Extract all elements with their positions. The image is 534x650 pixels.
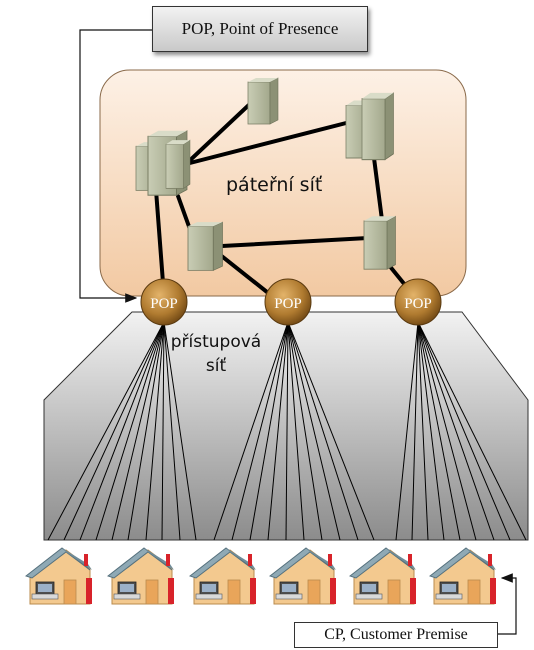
access-link (127, 321, 165, 541)
access-link (79, 321, 165, 541)
cp-callout-text: CP, Customer Premise (324, 626, 468, 643)
access-link (231, 321, 289, 541)
access-network-label: přístupová síť (170, 330, 262, 378)
access-link (417, 321, 429, 541)
house-4 (269, 547, 337, 605)
access-link (395, 321, 419, 541)
access-links (47, 321, 527, 541)
access-link (249, 321, 289, 541)
access-link (163, 321, 197, 541)
access-link (63, 321, 165, 541)
building-top (247, 77, 279, 125)
access-link (95, 321, 165, 541)
access-link (163, 321, 181, 541)
house-6 (429, 547, 497, 605)
cp-callout-connector (498, 573, 517, 635)
building-right-top (345, 92, 395, 161)
pop-middle-label: POP (274, 296, 302, 312)
access-link (411, 321, 419, 541)
access-link (417, 321, 477, 541)
access-link (417, 321, 527, 541)
access-link (417, 321, 445, 541)
pop-middle: POP (264, 278, 312, 326)
access-link (417, 321, 495, 541)
pop-right-label: POP (404, 296, 432, 312)
customer-premises (25, 547, 497, 605)
house-2 (107, 547, 175, 605)
access-network-area (43, 311, 529, 541)
access-link (47, 321, 165, 541)
house-5 (349, 547, 417, 605)
access-link (417, 321, 511, 541)
house-3 (189, 547, 257, 605)
access-link (287, 321, 323, 541)
access-link (161, 321, 165, 541)
access-link (287, 321, 305, 541)
access-link (267, 321, 289, 541)
backbone-links (154, 100, 416, 298)
access-link (285, 321, 289, 541)
pop-callout-connector (79, 29, 152, 303)
cp-callout: CP, Customer Premise (294, 622, 498, 648)
access-label-line1: přístupová (170, 332, 262, 352)
building-right-bottom (363, 215, 397, 270)
access-link (287, 321, 359, 541)
access-link (287, 321, 375, 541)
pop-left-label: POP (150, 296, 178, 312)
access-link (111, 321, 165, 541)
access-link (287, 321, 341, 541)
pop-callout: POP, Point of Presence (152, 6, 368, 52)
house-1 (25, 547, 93, 605)
pop-left: POP (140, 278, 188, 326)
pop-callout-text: POP, Point of Presence (181, 19, 339, 38)
access-link (417, 321, 461, 541)
pop-right: POP (394, 278, 442, 326)
building-center (187, 221, 224, 271)
access-link (145, 321, 165, 541)
backbone-label: páteřní síť (226, 174, 323, 196)
access-link (213, 321, 289, 541)
access-label-line2: síť (205, 356, 227, 376)
